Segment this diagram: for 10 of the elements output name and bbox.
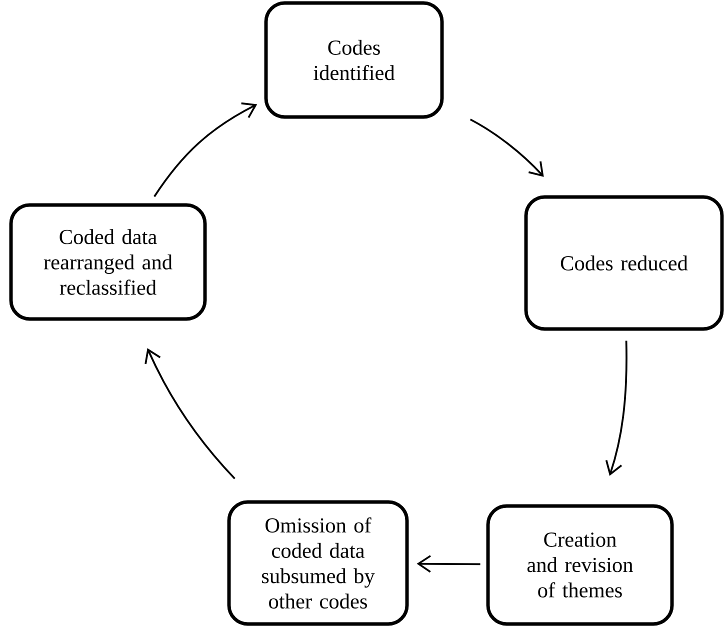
arrow: [470, 118, 544, 177]
process-box: Creation and revision of themes: [486, 504, 674, 626]
arrow: [605, 340, 628, 476]
process-box: Codes identified: [264, 1, 444, 119]
process-box: Omission of coded data subsumed by other codes: [227, 500, 409, 626]
arrow: [416, 555, 480, 573]
arrow: [144, 348, 236, 480]
arrow: [154, 102, 258, 198]
process-box: Coded data rearranged and reclassified: [9, 203, 207, 321]
process-box: Codes reduced: [524, 195, 724, 331]
